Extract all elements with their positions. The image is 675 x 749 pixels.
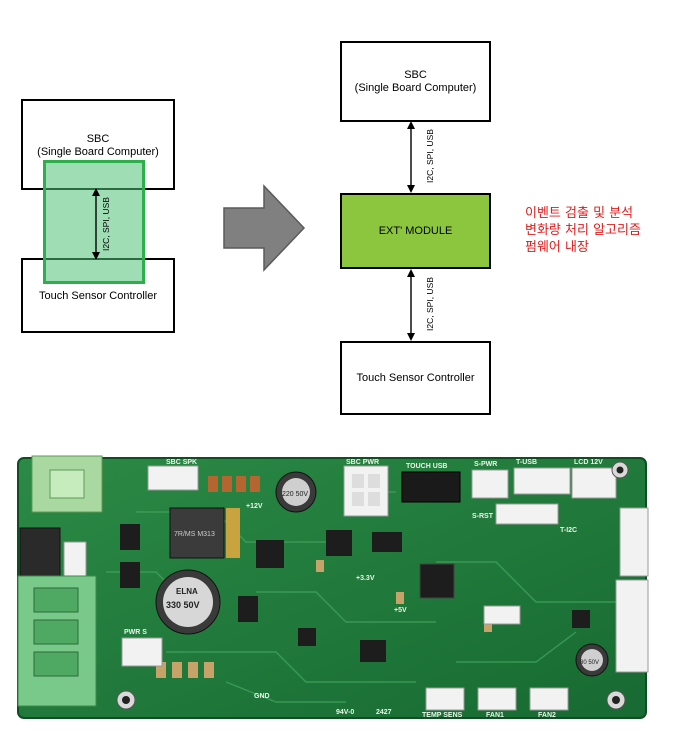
sbc-pwr-connector (343, 465, 389, 517)
right-bottom-interface-label: I2C, SPI, USB (425, 277, 435, 331)
left-sbc-subtitle: (Single Board Computer) (37, 145, 159, 158)
cap-big-marking: 330 50V (166, 600, 200, 610)
silk-sbc-pwr: SBC PWR (346, 459, 379, 466)
silk-s-rst: S-RST (472, 513, 494, 520)
annotation-line-3: 펌웨어 내장 (525, 240, 589, 255)
cap-brand-marking: ELNA (176, 587, 198, 596)
silk-lcd-12v: LCD 12V (574, 459, 603, 466)
right-sbc-title: SBC (404, 68, 427, 81)
silk-gnd: GND (254, 693, 270, 700)
silk-pwr-s: PWR S (124, 629, 147, 636)
firmware-annotation: 이벤트 검출 및 분석 변화량 처리 알고리즘 펌웨어 내장 (525, 205, 675, 256)
right-top-interface-arrow (407, 121, 415, 193)
t-i2c-connector (495, 503, 559, 525)
silk-temp-sens: TEMP SENS (422, 712, 463, 719)
right-connector-bottom (615, 579, 649, 673)
inductor-marking: 7R/MS M313 (174, 531, 215, 538)
sbc-spk-connector (147, 465, 199, 491)
silk-5v: +5V (394, 607, 407, 614)
ext-module-label: EXT' MODULE (378, 224, 453, 237)
microcontroller (419, 563, 455, 599)
annotation-line-1: 이벤트 검출 및 분석 (525, 206, 634, 221)
silk-t-i2c: T-I2C (560, 527, 577, 534)
silk-touch-usb: TOUCH USB (406, 463, 447, 470)
temp-sens-connector (425, 687, 465, 711)
lcd-12v-connector (571, 467, 617, 499)
pcb-board-photo: SBC SPK SBC PWR TOUCH USB S-PWR T-USB LC… (17, 455, 649, 719)
ext-module-box: EXT' MODULE (340, 193, 491, 269)
silk-sbc-spk: SBC SPK (166, 459, 197, 466)
pcb-substrate (17, 457, 647, 719)
cap-mid-marking: 220 50V (282, 491, 308, 498)
pwr-s-connector (121, 637, 163, 667)
right-sbc-box: SBC (Single Board Computer) (340, 41, 491, 122)
silk-board-mark: 94V-0 (336, 709, 354, 716)
fan1-connector (477, 687, 517, 711)
silk-12v: +12V (246, 503, 263, 510)
s-pwr-connector (471, 469, 509, 499)
silk-fan1: FAN1 (486, 712, 504, 719)
silk-3v3: +3.3V (356, 575, 375, 582)
silk-s-pwr: S-PWR (474, 461, 497, 468)
left-sbc-title: SBC (86, 133, 110, 145)
right-sbc-subtitle: (Single Board Computer) (354, 81, 477, 94)
ext-module-overlay (43, 160, 145, 284)
silk-board-date: 2427 (376, 709, 392, 716)
right-touch-controller-box: Touch Sensor Controller (340, 341, 491, 415)
left-interface-arrow (92, 188, 100, 260)
left-touch-controller-label: Touch Sensor Controller (38, 290, 157, 302)
fan2-connector (529, 687, 569, 711)
left-interface-label: I2C, SPI, USB (101, 197, 111, 251)
t-usb-connector (513, 467, 571, 495)
right-connector-top (619, 507, 649, 577)
right-bottom-interface-arrow (407, 269, 415, 341)
inductor (169, 507, 225, 559)
right-touch-controller-label: Touch Sensor Controller (356, 371, 475, 384)
cap-small-marking: 80 50V (580, 660, 599, 666)
touch-usb-header (401, 471, 461, 503)
right-top-interface-label: I2C, SPI, USB (425, 129, 435, 183)
big-right-arrow (223, 184, 306, 272)
annotation-line-2: 변화량 처리 알고리즘 (525, 223, 641, 238)
silk-t-usb: T-USB (516, 459, 537, 466)
silk-fan2: FAN2 (538, 712, 556, 719)
